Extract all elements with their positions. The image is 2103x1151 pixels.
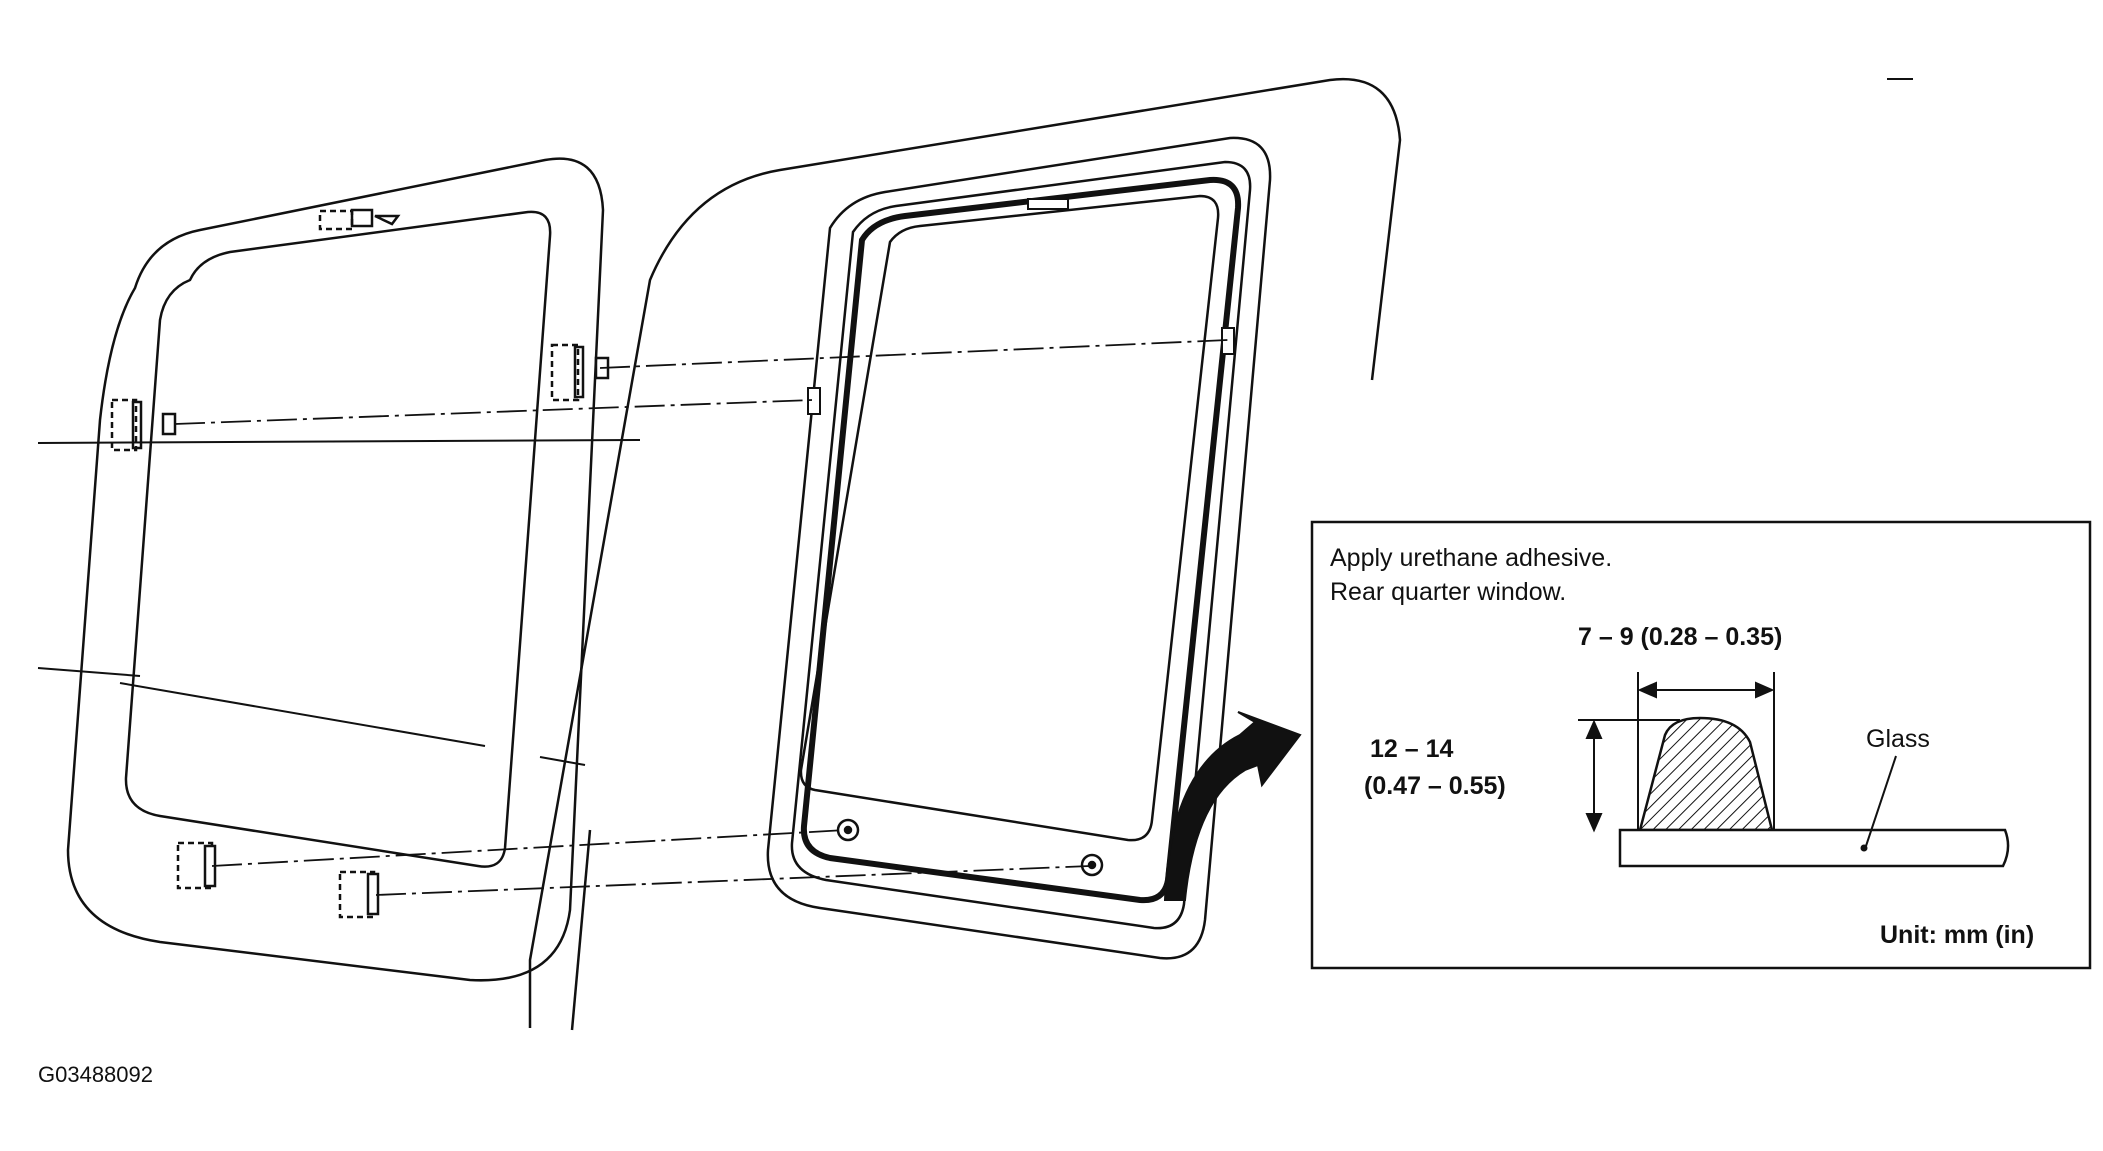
mounting-hole-right-center	[1087, 860, 1097, 870]
body-line-lower	[37, 667, 141, 677]
glass-inner-opening	[124, 210, 552, 868]
clip-left-solid	[131, 400, 143, 450]
bead-width-dimension: 7 – 9 (0.28 – 0.35)	[1578, 623, 1782, 651]
body-line-lower-2	[119, 682, 486, 747]
align-line-upper-right	[599, 339, 1229, 369]
clip-right-solid	[573, 345, 585, 399]
height-dimension-arrow	[1578, 719, 1680, 833]
spacer-block-bottom-mid-solid	[366, 872, 380, 916]
clip-right	[550, 343, 580, 402]
align-line-upper-left	[174, 399, 813, 425]
adhesive-bead-section	[1638, 716, 1774, 832]
glass-leader-dot	[1860, 844, 1868, 852]
clip-left	[110, 398, 138, 452]
glass-label: Glass	[1866, 725, 1930, 753]
adhesive-detail-callout: Apply urethane adhesive. Rear quarter wi…	[1310, 520, 2092, 970]
alignment-lines	[174, 339, 1229, 896]
instruction-line-2: Rear quarter window.	[1330, 578, 1566, 606]
pillar-edge	[570, 829, 592, 1031]
instruction-line-1: Apply urethane adhesive.	[1330, 544, 1612, 572]
spacer-block-bottom-left	[176, 841, 214, 890]
align-line-lower-mid	[375, 865, 1091, 896]
figure-id: G03488092	[38, 1062, 153, 1087]
clip-left-tab	[161, 412, 177, 436]
spacer-block-bottom-mid	[338, 870, 376, 919]
glass-leader-line	[1865, 755, 1897, 847]
quarter-glass-panel	[66, 157, 610, 982]
clip-top-arrow	[374, 214, 401, 226]
mounting-hole-right	[1080, 853, 1104, 877]
clip-top-solid	[350, 208, 374, 228]
vehicle-body-opening	[528, 77, 1402, 1031]
body-outer-panel	[528, 77, 1402, 1028]
glass-outer-edge	[66, 157, 605, 982]
width-dimension-arrow	[1637, 672, 1775, 832]
flange-outer	[766, 136, 1272, 960]
body-line-upper	[37, 439, 641, 444]
glass-section	[1618, 828, 2010, 868]
unit-label: Unit: mm (in)	[1880, 921, 2034, 949]
body-lines	[37, 439, 641, 766]
clip-top	[318, 209, 354, 231]
bead-height-dimension-line-2: (0.47 – 0.55)	[1364, 772, 1506, 800]
bead-height-dimension-line-1: 12 – 14	[1370, 735, 1454, 763]
detail-arrow	[1163, 711, 1302, 901]
flange-inner	[790, 160, 1252, 930]
align-line-lower-left	[211, 829, 847, 867]
urethane-bead	[800, 176, 1242, 904]
bead-marker-left	[807, 387, 821, 415]
bead-marker-top	[1027, 198, 1069, 210]
window-opening	[799, 194, 1220, 842]
